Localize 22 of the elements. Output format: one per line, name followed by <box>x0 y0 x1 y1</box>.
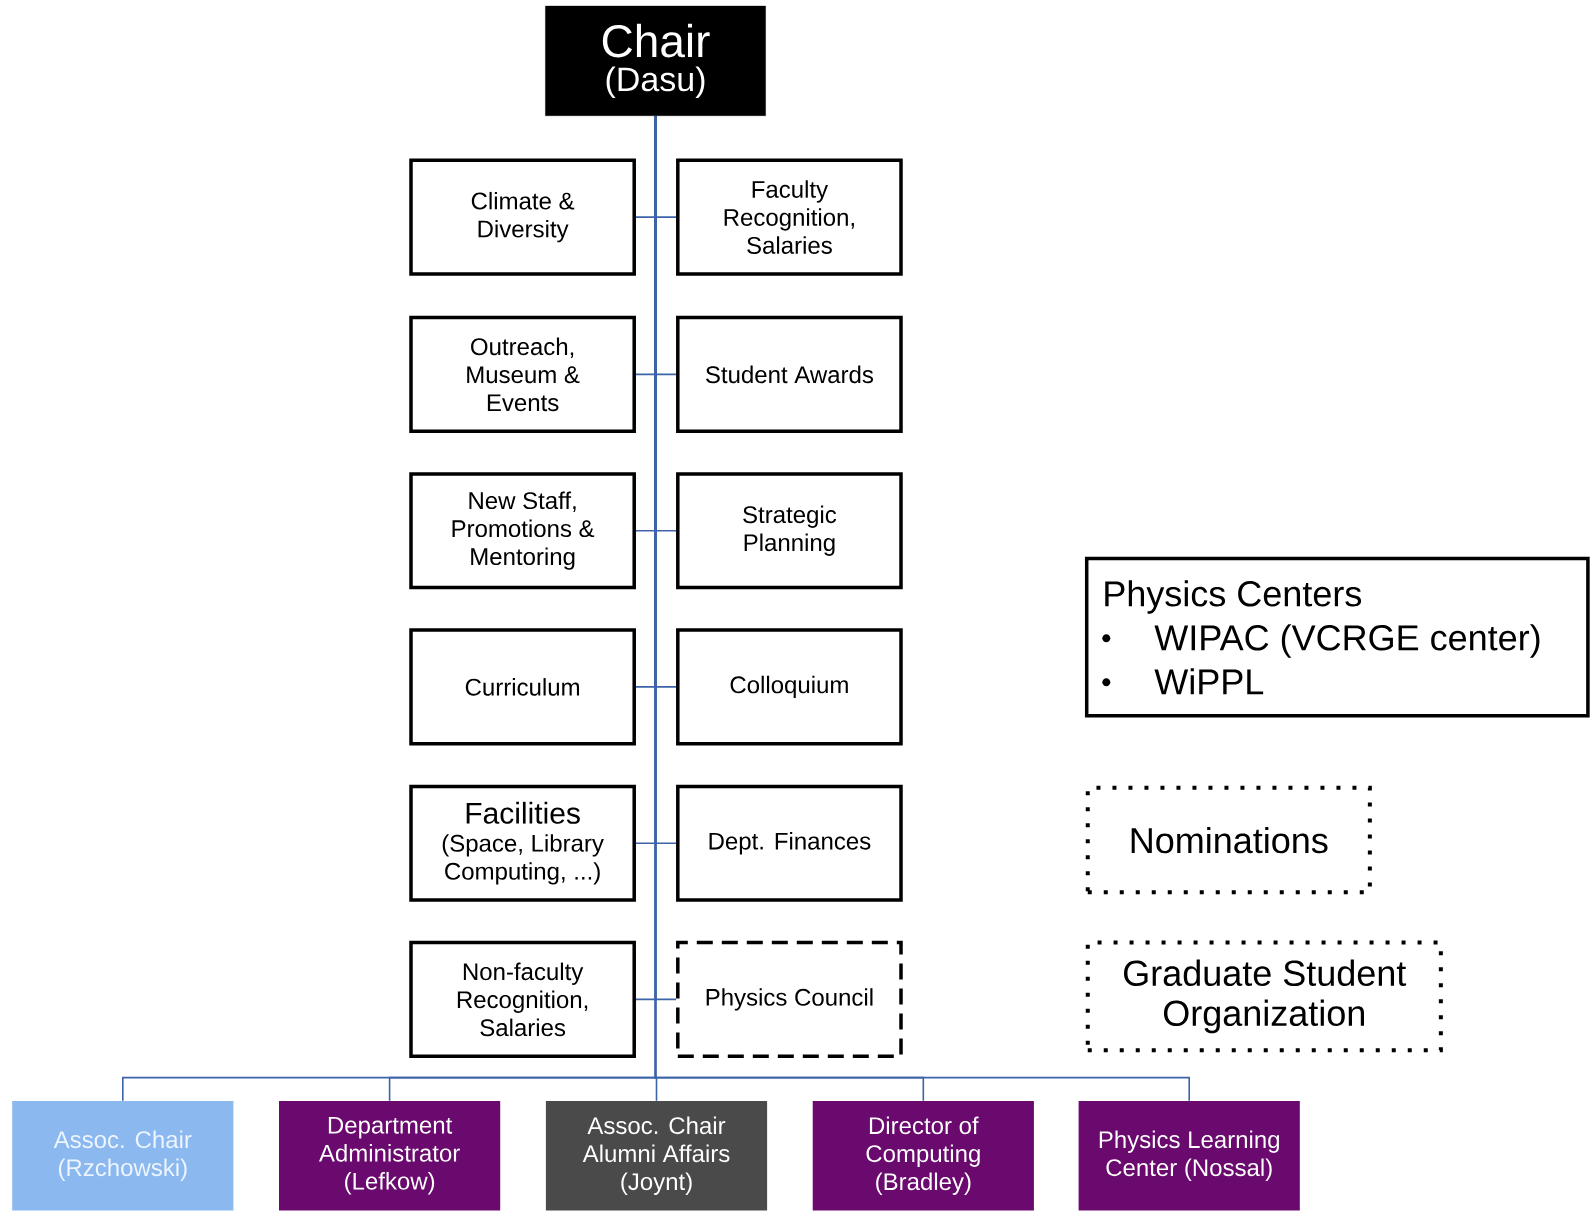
officer-box: Physics Learning Center (Nossal) <box>1078 1100 1300 1211</box>
officer-box: Director of Computing (Bradley) <box>812 1100 1034 1211</box>
officer-box: Department Administrator (Lefkow) <box>279 1100 501 1211</box>
group-box: Nominations <box>1085 785 1372 895</box>
committee-box: New Staff, Promotions & Mentoring <box>409 472 636 590</box>
committee-box: Non-faculty Recognition, Salaries <box>409 940 636 1058</box>
officer-box: Assoc. Chair (Rzchowski) <box>12 1100 234 1211</box>
chair-box: Chair (Dasu) <box>545 5 766 116</box>
officer-box: Assoc. Chair Alumni Affairs (Joynt) <box>545 1100 768 1211</box>
council-box: Physics Council <box>676 940 903 1058</box>
committee-box: Curriculum <box>409 628 636 746</box>
committee-box: Strategic Planning <box>676 472 903 590</box>
committee-box: Climate & Diversity <box>409 158 636 276</box>
committee-box: Facilities (Space, Library Computing, ...) <box>409 784 636 902</box>
committee-box: Dept. Finances <box>676 784 903 902</box>
connector-line <box>654 115 1190 1102</box>
committee-box: Faculty Recognition, Salaries <box>676 158 903 276</box>
committee-box: Outreach, Museum & Events <box>409 315 636 433</box>
centers-box: Physics Centers WIPAC (VCRGE center) WiPPL <box>1084 556 1590 718</box>
committee-box: Student Awards <box>676 315 903 433</box>
committee-box: Colloquium <box>676 628 903 746</box>
group-box: Graduate Student Organization <box>1085 940 1443 1053</box>
